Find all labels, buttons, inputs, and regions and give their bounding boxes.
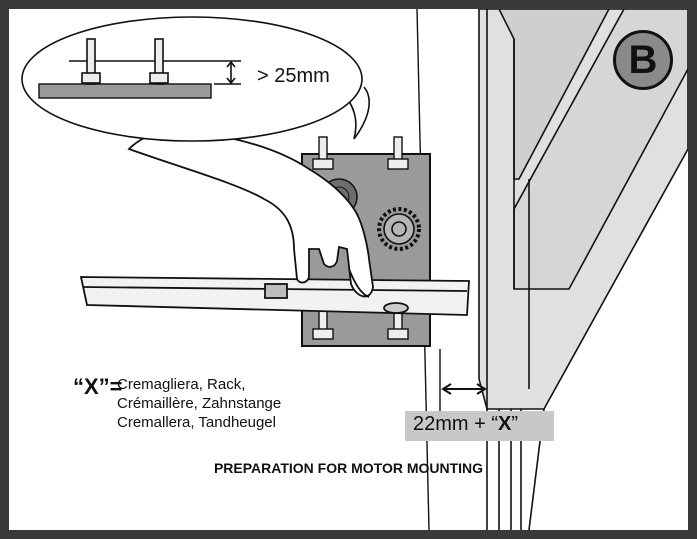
diagram-caption: PREPARATION FOR MOTOR MOUNTING [213,460,484,476]
diagram-panel: B > 25mm “X”= Cremagliera, Rack, Crémail… [9,9,688,530]
dimension-variable: X [498,413,512,435]
spirit-level [79,276,470,316]
hand-illustration [127,129,374,298]
section-badge: B [613,30,673,90]
x-definitions: Cremagliera, Rack, Crémaillère, Zahnstan… [117,375,281,432]
gate-structure [478,9,688,530]
plate-bolts [312,136,409,340]
x-definition-line: Cremagliera, Rack, [117,376,246,393]
dimension-label-box [405,411,554,441]
x-definition-line: Cremallera, Tandheugel [117,414,276,431]
dimension-suffix: ” [511,413,519,435]
gear-icon [377,207,421,251]
magnifier-callout [21,16,370,142]
diagram-artwork [21,9,688,530]
dimension-prefix: 22mm + “ [413,413,499,435]
clearance-label: > 25mm [257,65,330,87]
x-symbol: “X”= [73,374,123,399]
dimension-label: 22mm + “X” [413,413,518,436]
x-definition-line: Crémaillère, Zahnstange [117,395,282,412]
gap-dimension-arrow [441,383,487,395]
